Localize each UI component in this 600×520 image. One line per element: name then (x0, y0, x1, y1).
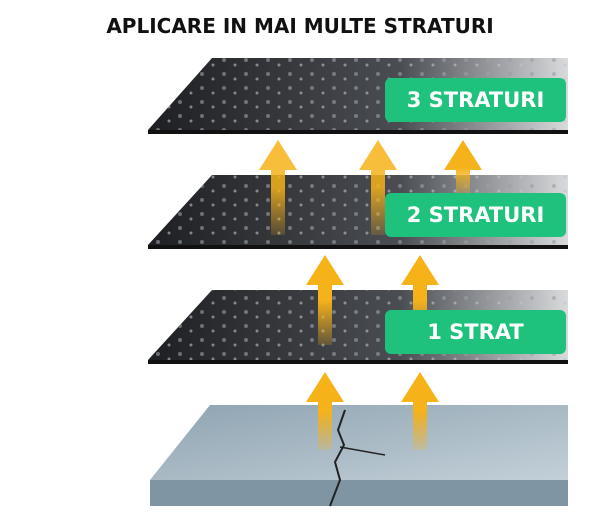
concrete-base (150, 405, 568, 507)
title: APLICARE IN MAI MULTE STRATURI (106, 14, 494, 38)
arrows-bottom (306, 372, 439, 450)
label-2-layers: 2 STRATURI (385, 193, 566, 237)
label-1-layer: 1 STRAT (385, 310, 566, 354)
label-3-layers: 3 STRATURI (385, 78, 566, 122)
arrows-middle (306, 255, 439, 345)
crack (329, 409, 346, 507)
arrows-top (259, 140, 482, 235)
